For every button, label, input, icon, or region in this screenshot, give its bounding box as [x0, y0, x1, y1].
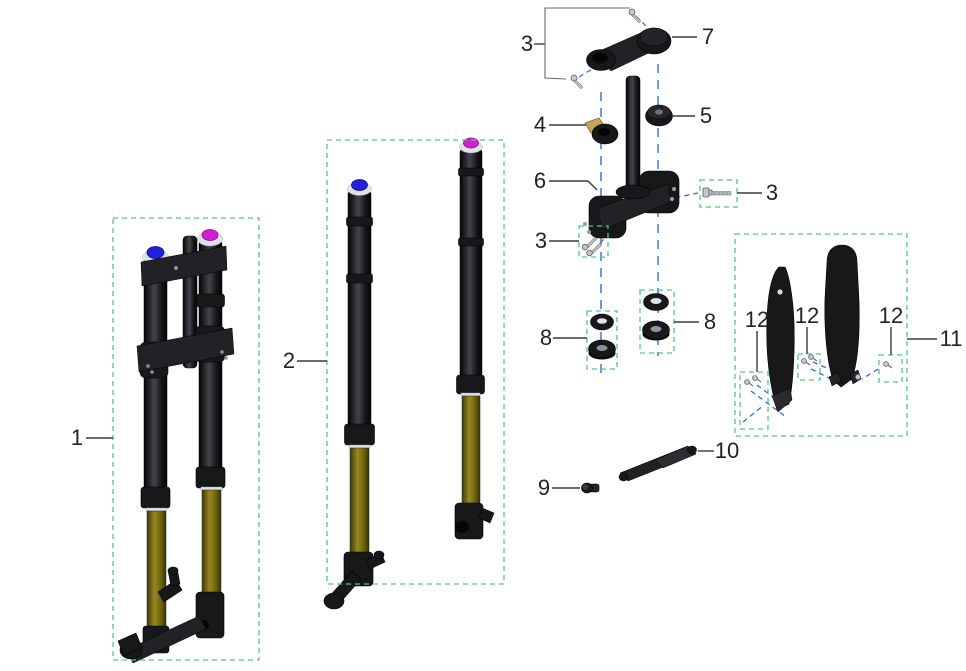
fork-guard-right — [824, 244, 860, 388]
part-1-fork-assembly — [117, 229, 235, 664]
callout-11: 11 — [939, 326, 963, 351]
part-3-bolt-right — [702, 187, 732, 198]
callout-10: 10 — [714, 438, 740, 463]
part-2-fork-legs — [323, 137, 495, 610]
part-8-seal-kit-left — [588, 313, 616, 360]
part-11-fork-guards — [744, 244, 893, 413]
callout-4: 4 — [533, 112, 547, 137]
highlight-box-part-2 — [326, 139, 505, 585]
highlight-box-part-3-right — [699, 179, 738, 208]
highlight-box-part-11 — [734, 233, 908, 437]
callout-6: 6 — [533, 168, 547, 193]
callout-8-right: 8 — [703, 309, 717, 334]
part-3-bolts-lower — [581, 236, 603, 257]
highlight-box-part-12-right — [878, 354, 903, 383]
compression-cap-blue — [351, 179, 368, 191]
callout-12-right: 12 — [878, 303, 904, 328]
highlight-box-part-8-left — [586, 310, 618, 370]
part-3-bolt-top-a — [628, 8, 642, 24]
part-10-axle-shaft — [618, 445, 697, 482]
lower-triple-clamp — [136, 327, 235, 373]
callout-8-left: 8 — [539, 325, 553, 350]
leader-lines — [86, 7, 937, 489]
highlight-box-part-12-left — [739, 371, 769, 430]
callout-7: 7 — [701, 24, 715, 49]
rebound-cap-magenta — [201, 229, 219, 241]
callout-1: 1 — [70, 425, 84, 450]
callout-12-mid: 12 — [794, 303, 820, 328]
part-12-screws-left — [744, 375, 762, 387]
callout-12-left: 12 — [744, 307, 770, 332]
fork-guard-left — [766, 266, 795, 411]
part-6-steering-stem-clamp — [583, 75, 680, 239]
part-5-collar — [645, 104, 673, 127]
callout-9: 9 — [537, 475, 551, 500]
highlight-box-part-3-lower — [578, 225, 609, 258]
part-3-bolt-top-b — [570, 74, 584, 90]
compression-cap-blue — [146, 246, 165, 259]
part-4-clamp-ring — [584, 117, 619, 145]
callout-3-lower: 3 — [534, 228, 548, 253]
part-7-upper-bracket — [586, 27, 672, 72]
callout-2: 2 — [282, 348, 296, 373]
callout-5: 5 — [699, 103, 713, 128]
part-12-screw-right — [883, 361, 893, 369]
highlight-box-part-12-mid — [797, 353, 821, 381]
callout-3-top: 3 — [520, 31, 534, 56]
highlight-box-part-1 — [112, 217, 260, 661]
part-9-bolt — [581, 482, 600, 494]
part-12-screws-mid — [801, 354, 818, 366]
part-8-seal-kit-right — [642, 293, 670, 341]
upper-triple-clamp — [140, 245, 228, 287]
callout-3-right: 3 — [765, 180, 779, 205]
